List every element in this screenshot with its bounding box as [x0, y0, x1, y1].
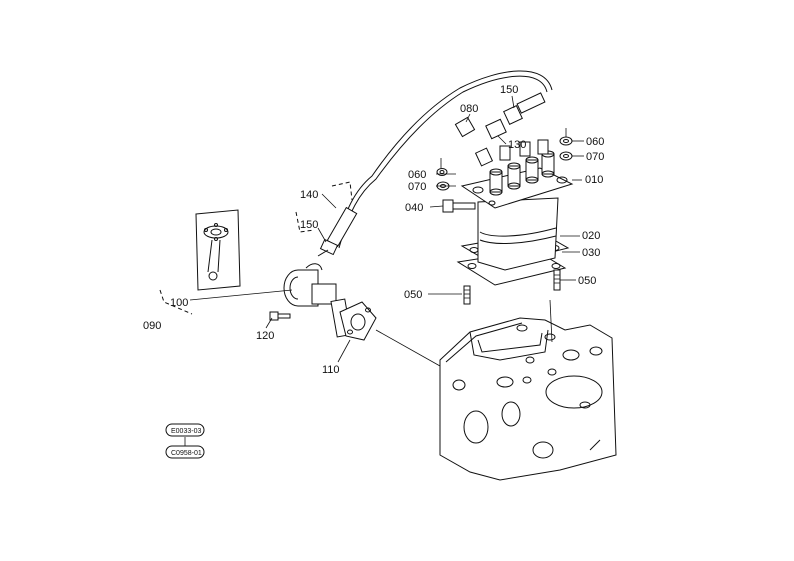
- label-040: 040: [405, 202, 423, 214]
- badge-top-frame: [165, 423, 205, 437]
- reference-badges: E0033-03 C0958-01: [165, 423, 205, 459]
- feed-pump: [269, 263, 377, 341]
- label-080: 080: [460, 103, 478, 115]
- label-150-bottom: 150: [300, 219, 318, 231]
- label-090: 090: [143, 320, 161, 332]
- engine-block: [439, 317, 617, 481]
- label-070-right: 070: [586, 151, 604, 163]
- label-060-left: 060: [408, 169, 426, 181]
- fuel-line: [317, 70, 553, 257]
- label-150-top: 150: [500, 84, 518, 96]
- label-010: 010: [585, 174, 603, 186]
- inset-detail: [195, 209, 241, 291]
- badge-top-text: E0033-03: [171, 428, 201, 435]
- label-120: 120: [256, 330, 274, 342]
- leader-lines: [189, 95, 584, 367]
- label-060-right: 060: [586, 136, 604, 148]
- badge-bottom-frame: [165, 445, 205, 459]
- label-130: 130: [508, 139, 526, 151]
- label-110: 110: [322, 364, 340, 376]
- badge-bottom-text: C0958-01: [171, 450, 202, 457]
- label-100: 100: [170, 297, 188, 309]
- injection-pump: [436, 116, 574, 305]
- label-030: 030: [582, 247, 600, 259]
- label-050-left: 050: [404, 289, 422, 301]
- label-070-left: 070: [408, 181, 426, 193]
- part-labels: 010 020 030 040 050 050 060 070 060 070 …: [143, 84, 604, 376]
- label-140: 140: [300, 189, 318, 201]
- label-020: 020: [582, 230, 600, 242]
- label-050-right: 050: [578, 275, 596, 287]
